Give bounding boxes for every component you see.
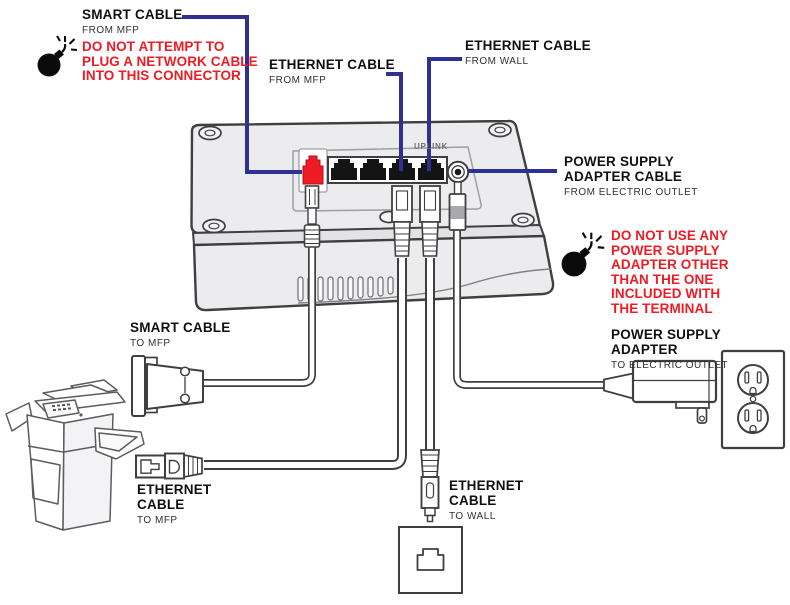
label-ethernet-from-wall: ETHERNET CABLE FROM WALL — [465, 38, 591, 67]
label-power-adapter: POWER SUPPLY ADAPTER TO ELECTRIC OUTLET — [611, 327, 790, 371]
label-smart-cable-to: SMART CABLE TO MFP — [130, 320, 230, 349]
label-ethernet-from-mfp: ETHERNET CABLE FROM MFP — [269, 57, 395, 86]
ethernet-cable-mfp — [204, 258, 407, 470]
label-subtitle: TO ELECTRIC OUTLET — [611, 360, 729, 371]
smart-plug — [303, 185, 321, 248]
label-subtitle: TO WALL — [449, 511, 496, 522]
smart-port — [302, 155, 324, 185]
ethernet-connector-mfp — [135, 452, 203, 480]
callout-line-ethernet-wall — [427, 57, 462, 171]
power-adapter — [603, 359, 718, 424]
label-power-cable: POWER SUPPLY ADAPTER CABLE FROM ELECTRIC… — [564, 154, 698, 198]
ethernet-ports — [331, 159, 444, 180]
smart-cable — [203, 247, 316, 387]
wall-jack-plate — [398, 526, 463, 594]
label-title: POWER SUPPLY ADAPTER CABLE — [564, 154, 683, 184]
power-jack — [446, 160, 470, 184]
label-title: ETHERNET CABLE — [465, 38, 591, 53]
ethernet-plug-a — [391, 185, 413, 257]
label-subtitle: FROM WALL — [465, 56, 529, 67]
label-subtitle: FROM MFP — [269, 75, 327, 86]
label-ethernet-to-mfp: ETHERNET CABLE TO MFP — [137, 482, 211, 526]
label-title: POWER SUPPLY ADAPTER — [611, 327, 721, 357]
label-title: SMART CABLE — [130, 320, 231, 335]
label-subtitle: TO MFP — [130, 338, 171, 349]
label-title: ETHERNET CABLE — [269, 57, 395, 72]
mfp-printer — [5, 379, 145, 531]
uplink-port-label: UPLINK — [414, 142, 448, 151]
electric-outlet — [720, 349, 786, 450]
dc-plug — [448, 181, 467, 231]
label-subtitle: FROM ELECTRIC OUTLET — [564, 187, 698, 198]
ethernet-plug-wall — [420, 449, 440, 523]
warning-smart-connector: DO NOT ATTEMPT TO PLUG A NETWORK CABLE I… — [82, 39, 258, 84]
label-title: SMART CABLE — [82, 7, 183, 22]
label-smart-cable-from: SMART CABLE FROM MFP — [82, 7, 182, 36]
label-title: ETHERNET CABLE — [449, 478, 524, 508]
callout-lines — [182, 15, 557, 174]
callout-line-smart-cable — [182, 15, 302, 174]
power-cable — [453, 230, 620, 389]
terminal-device — [190, 119, 555, 312]
label-subtitle: FROM MFP — [82, 25, 140, 36]
smart-cable-connector — [131, 355, 204, 417]
bomb-icon — [37, 35, 78, 77]
label-title: ETHERNET CABLE — [137, 482, 212, 512]
label-subtitle: TO MFP — [137, 515, 178, 526]
bomb-icon — [561, 232, 605, 277]
callout-line-ethernet-mfp — [386, 72, 403, 171]
warning-power-adapter: DO NOT USE ANY POWER SUPPLY ADAPTER OTHE… — [611, 228, 729, 316]
screw-feet — [198, 122, 535, 234]
ethernet-plug-b — [419, 185, 441, 257]
label-ethernet-to-wall: ETHERNET CABLE TO WALL — [449, 478, 523, 522]
